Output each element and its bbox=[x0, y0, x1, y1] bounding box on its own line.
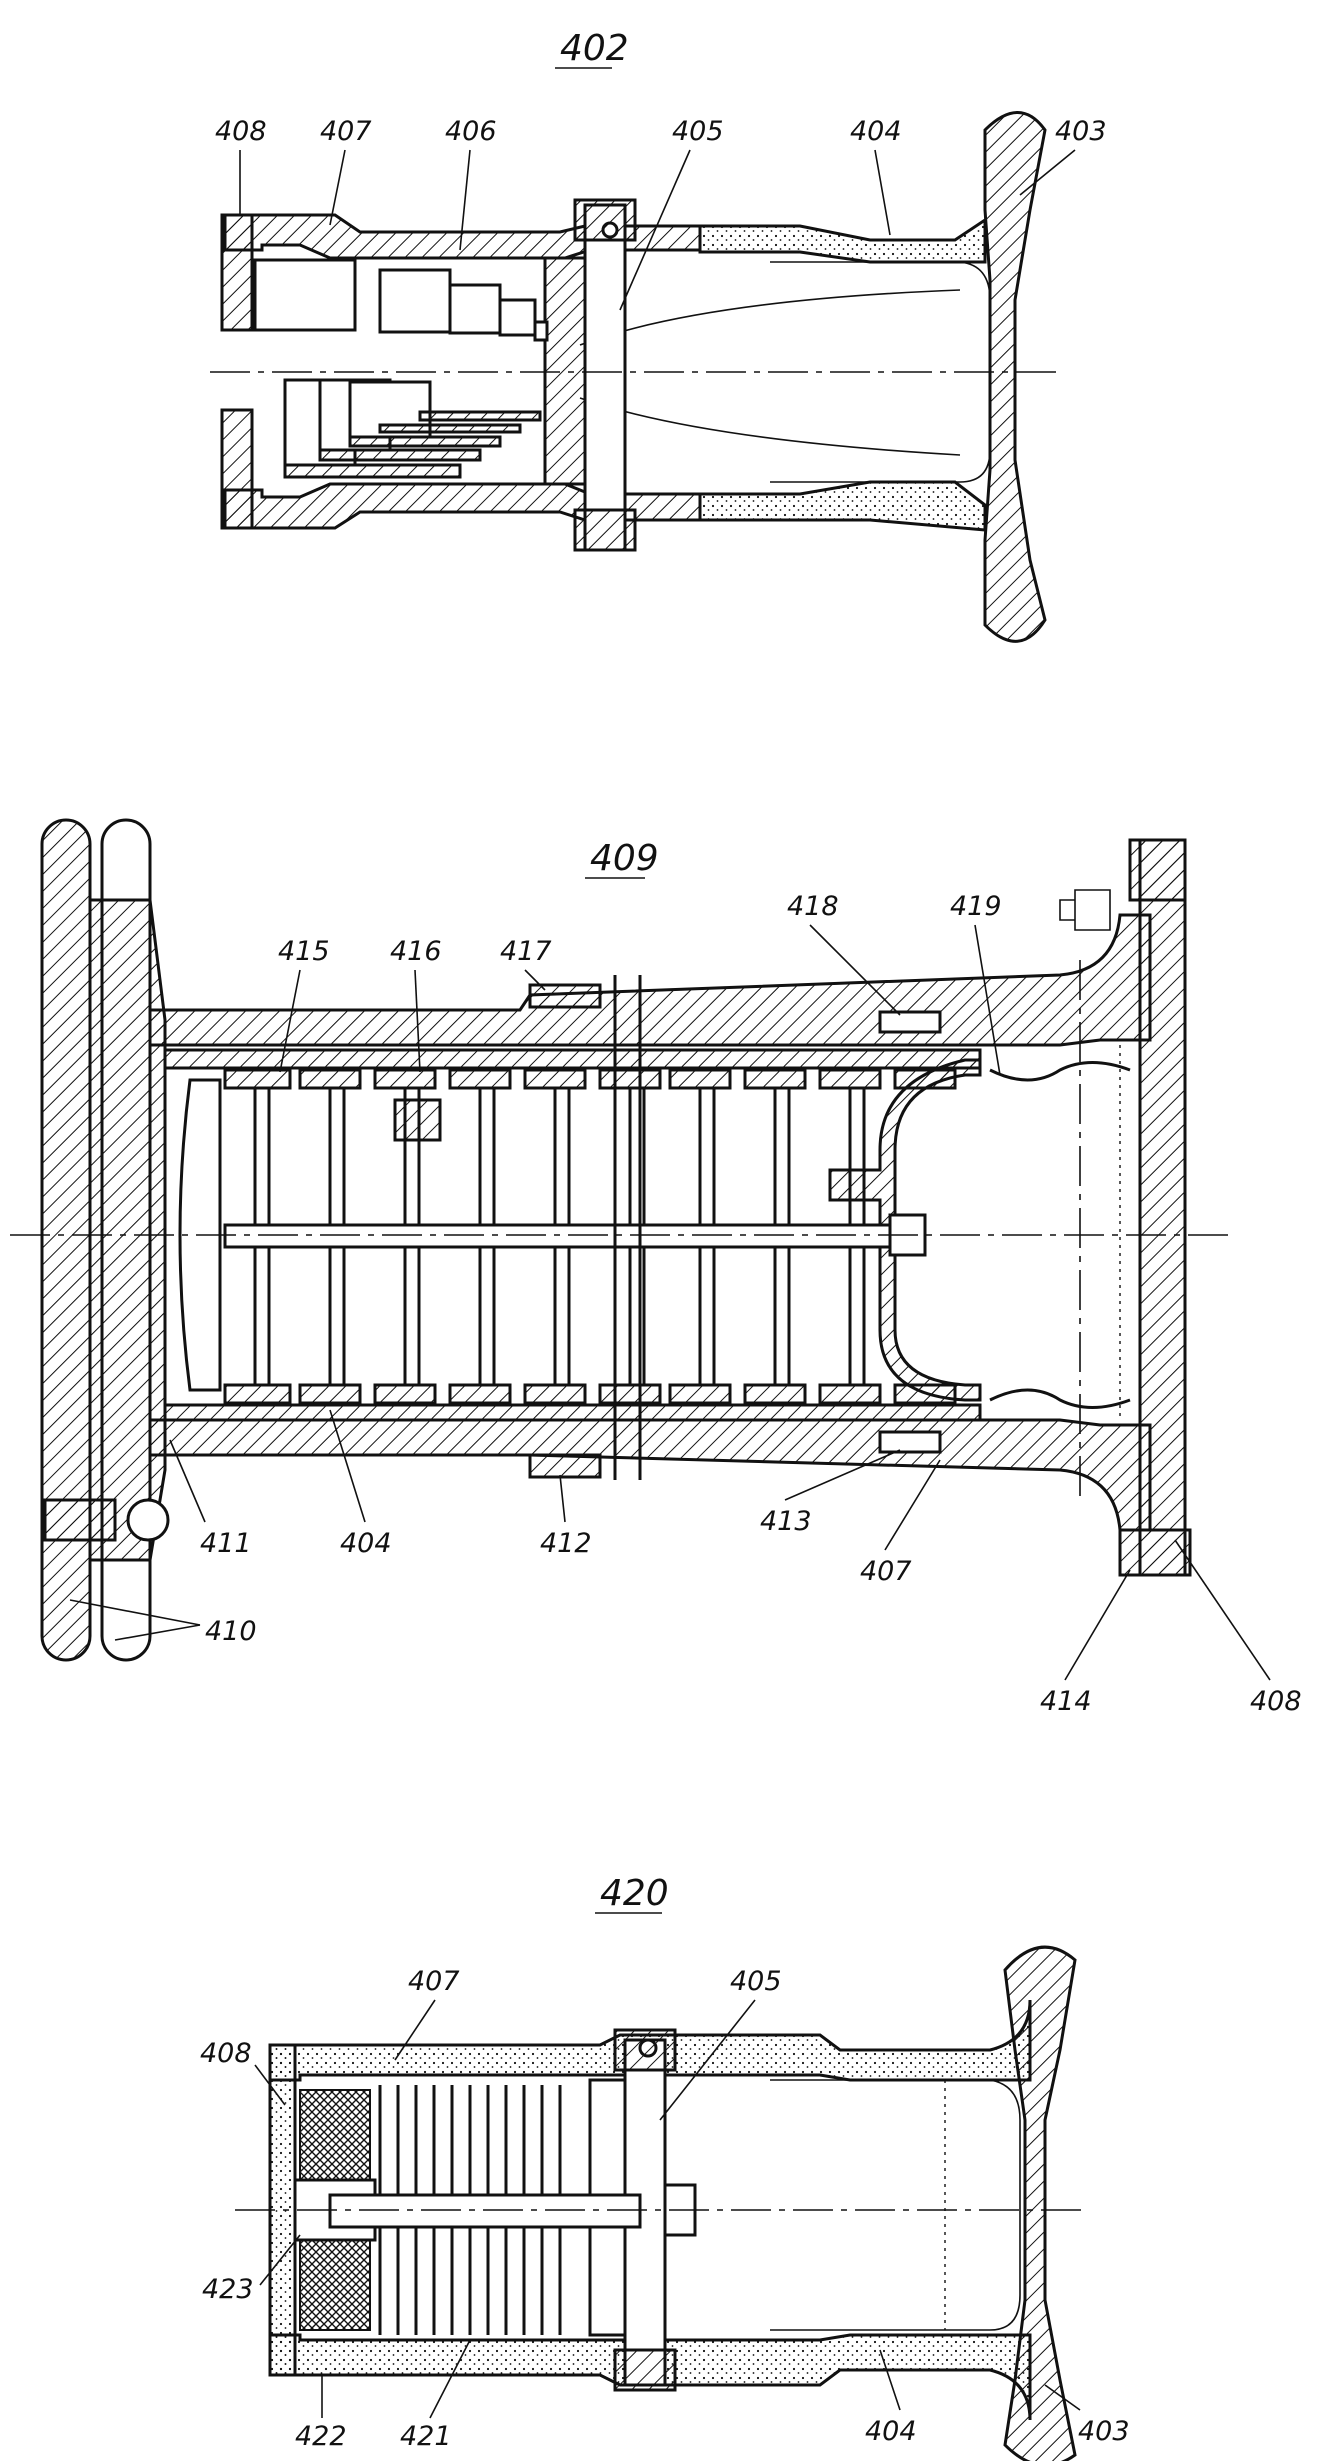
clamp-bolt-icon bbox=[601, 221, 619, 239]
label-422: 422 bbox=[295, 2421, 347, 2452]
label-408: 408 bbox=[1250, 1686, 1302, 1717]
mesh-pack-top bbox=[299, 2089, 371, 2181]
figure-402: 402 bbox=[210, 28, 1107, 643]
key-413 bbox=[878, 1430, 942, 1454]
label-423: 423 bbox=[202, 2274, 254, 2305]
end-plate-top bbox=[220, 213, 254, 332]
label-414: 414 bbox=[1040, 1686, 1092, 1717]
inner-tube-top bbox=[163, 1048, 982, 1070]
cup-418 bbox=[828, 1058, 982, 1402]
clamp-foot bbox=[573, 508, 637, 552]
label-405: 405 bbox=[672, 116, 724, 147]
inner-body-top bbox=[698, 217, 987, 264]
leader-lines-420 bbox=[254, 1999, 1081, 2419]
label-412: 412 bbox=[540, 1528, 592, 1559]
end-flange-408 bbox=[1138, 838, 1187, 1577]
pin-icon bbox=[126, 1498, 170, 1542]
label-410: 410 bbox=[205, 1616, 257, 1647]
bore-outline bbox=[770, 2079, 1021, 2331]
inner-body-bottom bbox=[698, 480, 987, 532]
label-404: 404 bbox=[865, 2416, 917, 2447]
label-411: 411 bbox=[200, 1528, 252, 1559]
label-416: 416 bbox=[390, 936, 442, 967]
label-417: 417 bbox=[500, 936, 552, 967]
bolt-boss bbox=[43, 1498, 117, 1542]
spring-rings bbox=[223, 1068, 957, 1405]
labels-402: 408 407 406 405 404 403 bbox=[215, 116, 1107, 147]
figure-420: 420 bbox=[200, 1873, 1130, 2461]
label-407: 407 bbox=[320, 116, 372, 147]
outer-tube-bottom bbox=[148, 1418, 1152, 1532]
wedge-plate bbox=[88, 898, 167, 1562]
bore-outline bbox=[770, 261, 991, 483]
piston-plate bbox=[543, 256, 587, 486]
leader-lines-409 bbox=[69, 924, 1271, 1681]
label-408: 408 bbox=[215, 116, 267, 147]
stepped-stack-406 bbox=[253, 258, 549, 479]
labels-420: 407 405 408 423 422 421 404 403 bbox=[200, 1966, 1130, 2452]
label-403: 403 bbox=[1055, 116, 1107, 147]
label-415: 415 bbox=[278, 936, 330, 967]
label-405: 405 bbox=[730, 1966, 782, 1997]
figure-title: 402 bbox=[560, 28, 629, 69]
outer-tube-top bbox=[148, 913, 1152, 1047]
rod bbox=[328, 2193, 642, 2229]
label-419: 419 bbox=[950, 891, 1002, 922]
clamp-ring-405 bbox=[583, 203, 627, 552]
nut-icon bbox=[1059, 889, 1111, 931]
label-404: 404 bbox=[850, 116, 902, 147]
label-421: 421 bbox=[400, 2421, 452, 2452]
labels-409: 415 416 417 418 419 411 404 412 413 407 … bbox=[200, 891, 1302, 1717]
label-404: 404 bbox=[340, 1528, 392, 1559]
key-418 bbox=[878, 1010, 942, 1034]
flange-403 bbox=[983, 111, 1047, 643]
sleeve-417 bbox=[528, 983, 602, 1009]
sleeve-412 bbox=[528, 1453, 602, 1479]
label-418: 418 bbox=[787, 891, 839, 922]
spring-419 bbox=[989, 1061, 1131, 1409]
figure-409: 409 bbox=[10, 818, 1302, 1717]
label-406: 406 bbox=[445, 116, 497, 147]
label-407: 407 bbox=[408, 1966, 460, 1997]
inner-tube-bottom bbox=[163, 1403, 982, 1422]
clamp-foot bbox=[613, 2348, 677, 2392]
figure-title: 420 bbox=[600, 1873, 669, 1914]
flange-403 bbox=[1003, 1945, 1077, 2461]
figure-title: 409 bbox=[590, 838, 659, 879]
label-403: 403 bbox=[1078, 2416, 1130, 2447]
tie-rod bbox=[223, 1223, 892, 1249]
label-413: 413 bbox=[760, 1506, 812, 1537]
bore-taper-bottom bbox=[579, 397, 961, 456]
leader-lines-402 bbox=[239, 149, 1076, 311]
mesh-pack-bottom bbox=[299, 2239, 371, 2331]
bore-taper-top bbox=[579, 289, 961, 346]
end-plate-bottom bbox=[220, 408, 254, 530]
bolt-block-414 bbox=[1118, 1528, 1192, 1577]
label-408: 408 bbox=[200, 2038, 252, 2069]
clamp-bolt-icon bbox=[638, 2038, 658, 2058]
label-407: 407 bbox=[860, 1556, 912, 1587]
bolt-block-top bbox=[1128, 838, 1187, 902]
clamp-head bbox=[613, 2028, 677, 2072]
